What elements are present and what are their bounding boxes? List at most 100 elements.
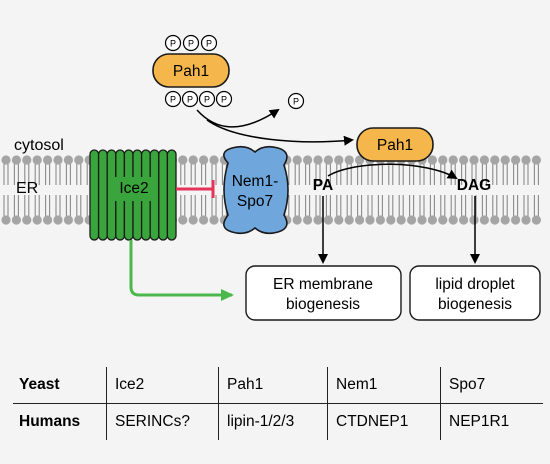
- lipid-head: [448, 155, 458, 165]
- ice2-helix: [166, 149, 177, 241]
- pah1-membrane: Pah1: [356, 127, 434, 162]
- phosphate-icon: [182, 34, 200, 52]
- lipid-head: [63, 155, 73, 165]
- ice2-promotes-er-biogenesis-arrow: [129, 240, 234, 301]
- phosphate-icon: [164, 90, 182, 108]
- lipid-head: [63, 215, 73, 225]
- lipid-head: [32, 155, 42, 165]
- lipid-head: [427, 155, 437, 165]
- ortholog-table: Yeast Ice2 Pah1 Nem1 Spo7 Humans SERINCs…: [13, 367, 543, 440]
- lipid-head: [11, 215, 21, 225]
- lipid-head: [1, 215, 11, 225]
- lipid-head: [344, 155, 354, 165]
- lipid-head: [53, 215, 63, 225]
- lipid-head: [448, 215, 458, 225]
- lipid-head: [459, 215, 469, 225]
- er-label: ER: [16, 180, 38, 197]
- lipid-head: [303, 155, 313, 165]
- table-cell: Spo7: [440, 367, 543, 404]
- table-cell: CTDNEP1: [327, 403, 441, 440]
- ld-biogenesis-line2: biogenesis: [438, 296, 512, 313]
- humans-header: Humans: [19, 413, 81, 430]
- lipid-head: [74, 155, 84, 165]
- spo7-label: Spo7: [237, 193, 273, 210]
- phosphate-label: P: [170, 95, 176, 105]
- lipid-head: [188, 215, 198, 225]
- lipid-head: [459, 155, 469, 165]
- phosphate-icon: [198, 90, 216, 108]
- lipid-head: [22, 155, 32, 165]
- phosphate-icon: [215, 90, 233, 108]
- ice2-label: Ice2: [119, 180, 148, 197]
- lipid-droplet-biogenesis-box: lipid droplet biogenesis: [409, 265, 541, 321]
- pah1-membrane-label: Pah1: [377, 137, 413, 154]
- phosphate-icon: [200, 34, 218, 52]
- table-cell: lipin-1/2/3: [218, 403, 328, 440]
- ice2-helix: [97, 149, 108, 241]
- lipid-head: [510, 215, 521, 225]
- lipid-head: [43, 215, 53, 225]
- dephosphorylation-arrow: P: [196, 92, 354, 146]
- lipid-head: [313, 155, 323, 165]
- lipid-head: [521, 155, 531, 165]
- nem1-spo7-complex: Nem1- Spo7: [223, 145, 289, 235]
- phosphate-label: P: [187, 95, 193, 105]
- lipid-head: [199, 155, 209, 165]
- table-row-yeast: Yeast Ice2 Pah1 Nem1 Spo7: [13, 367, 543, 404]
- phosphate-label: P: [204, 95, 210, 105]
- cytosol-label: cytosol: [14, 137, 64, 154]
- ice2-protein: Ice2: [89, 149, 177, 241]
- er-membrane-biogenesis-box: ER membrane biogenesis: [245, 265, 402, 321]
- lipid-head: [209, 215, 219, 225]
- lipid-head: [500, 155, 510, 165]
- ice2-helix: [89, 149, 100, 241]
- table-cell: Pah1: [218, 367, 328, 404]
- lipid-head: [323, 155, 333, 165]
- lipid-head: [43, 155, 53, 165]
- lipid-head: [199, 215, 209, 225]
- released-phosphate: [287, 92, 305, 110]
- table-row-humans: Humans SERINCs? lipin-1/2/3 CTDNEP1 NEP1…: [13, 403, 543, 440]
- table-cell: NEP1R1: [440, 403, 543, 440]
- lipid-head: [438, 155, 448, 165]
- lipid-head: [355, 155, 365, 165]
- lipid-head: [490, 215, 500, 225]
- lipid-head: [178, 215, 188, 225]
- lipid-head: [500, 215, 510, 225]
- lipid-head: [531, 155, 542, 165]
- lipid-head: [323, 215, 333, 225]
- lipid-head: [469, 215, 479, 225]
- phosphate-label: P: [206, 39, 212, 49]
- pah1-translocation-arrow: [206, 119, 354, 146]
- lipid-head: [510, 155, 521, 165]
- lipid-head: [292, 215, 302, 225]
- table-cell: Ice2: [106, 367, 219, 404]
- lipid-head: [178, 155, 188, 165]
- table-cell: Nem1: [327, 367, 441, 404]
- lipid-head: [355, 215, 365, 225]
- lipid-head: [365, 215, 375, 225]
- phosphate-label: P: [170, 39, 176, 49]
- lipid-head: [375, 215, 385, 225]
- phosphate-icon: [164, 34, 182, 52]
- phosphate-icon: [181, 90, 199, 108]
- lipid-head: [479, 215, 489, 225]
- lipid-head: [490, 155, 500, 165]
- lipid-head: [334, 155, 344, 165]
- lipid-head: [209, 155, 219, 165]
- er-biogenesis-line2: biogenesis: [286, 296, 360, 313]
- lipid-head: [479, 155, 489, 165]
- dag-label: DAG: [457, 177, 491, 194]
- pa-to-dag-arrow: [327, 163, 458, 180]
- lipid-head: [32, 215, 42, 225]
- lipid-head: [1, 155, 11, 165]
- lipid-head: [417, 215, 427, 225]
- phosphate-label: P: [188, 39, 194, 49]
- table-cell: SERINCs?: [106, 403, 219, 440]
- er-biogenesis-line1: ER membrane: [273, 276, 373, 293]
- lipid-head: [438, 215, 448, 225]
- lipid-head: [521, 215, 531, 225]
- lipid-head: [531, 215, 542, 225]
